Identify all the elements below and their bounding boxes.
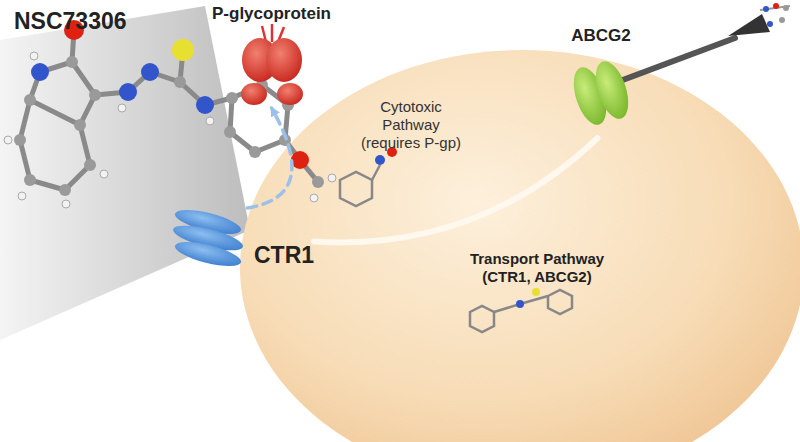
protein-node: P-glycoprotein (212, 4, 331, 108)
small-molecule (340, 147, 397, 206)
efflux-cone (728, 14, 770, 36)
zoom-wedge (0, 6, 250, 340)
protein-label: P-glycoprotein (212, 4, 331, 24)
drug-icon (760, 3, 790, 27)
atoms (4, 20, 336, 208)
protein-label: CTR1 (254, 242, 314, 269)
abcg2-shape (566, 46, 636, 138)
small-molecule (470, 288, 572, 332)
pathway-line (314, 138, 597, 242)
protein-node: CTR1 (166, 208, 314, 269)
cell (240, 50, 800, 442)
p-glycoprotein-shape (232, 24, 312, 108)
dashed-pathway-arrow (247, 108, 291, 208)
pathway-label: Cytotoxic Pathway (requires P-gp) (352, 98, 470, 152)
pathway-label: Transport Pathway (CTR1, ABCG2) (462, 250, 612, 286)
ctr1-shape (166, 208, 250, 268)
protein-node: ABCG2 (566, 26, 636, 138)
compound-name: NSC73306 (14, 8, 127, 35)
protein-label: ABCG2 (571, 26, 631, 46)
